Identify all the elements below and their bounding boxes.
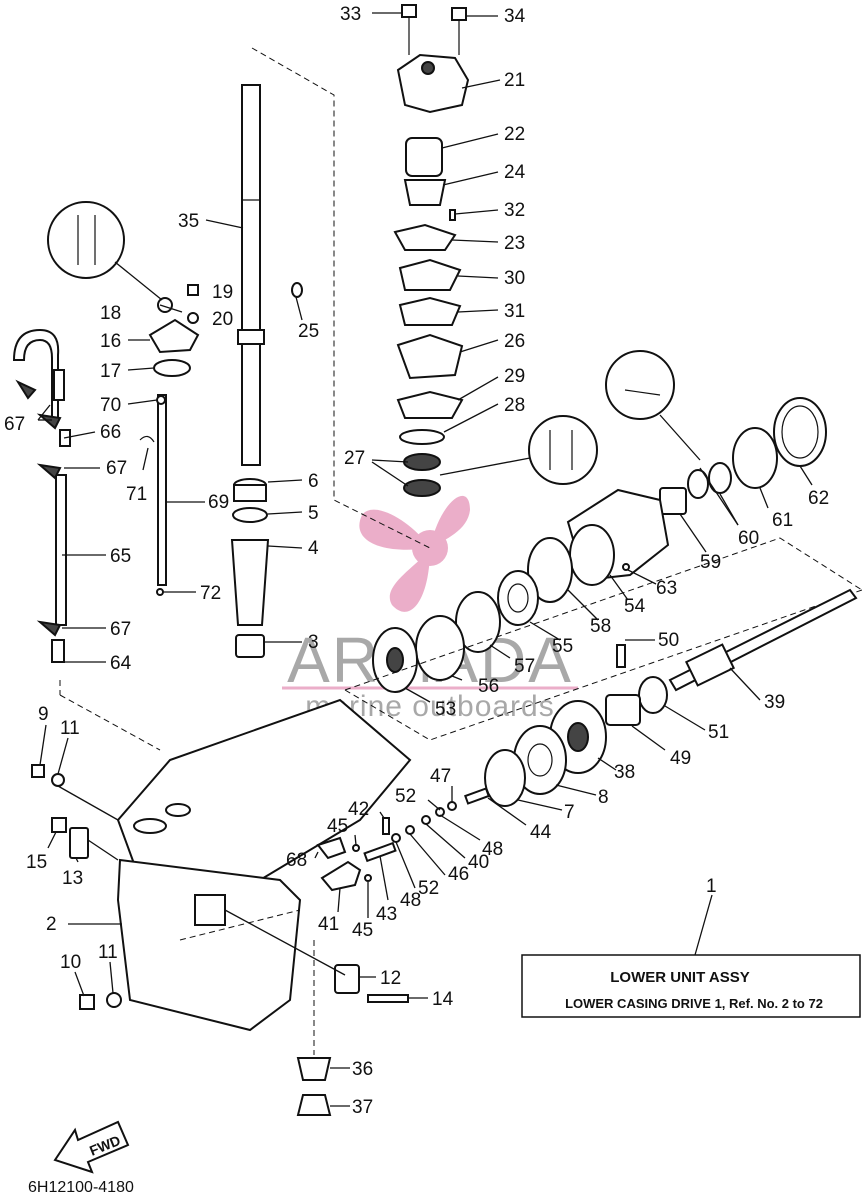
callout-21: 21 bbox=[504, 70, 525, 91]
callout-18: 18 bbox=[100, 303, 121, 324]
callout-50: 50 bbox=[658, 630, 679, 651]
pinion-gear bbox=[296, 940, 332, 1116]
callout-8: 8 bbox=[598, 787, 609, 808]
callout-42: 42 bbox=[348, 799, 369, 820]
callout-19: 19 bbox=[212, 282, 233, 303]
callout-32: 32 bbox=[504, 200, 525, 221]
callout-30: 30 bbox=[504, 268, 525, 289]
callout-43: 43 bbox=[376, 904, 397, 925]
callout-51: 51 bbox=[708, 722, 729, 743]
callout-3: 3 bbox=[308, 632, 319, 653]
propeller-logo bbox=[359, 495, 470, 612]
callout-23: 23 bbox=[504, 233, 525, 254]
callout-72: 72 bbox=[200, 583, 221, 604]
callout-27: 27 bbox=[344, 448, 365, 469]
shift-rod-assembly bbox=[47, 201, 200, 596]
drive-shaft-assembly bbox=[230, 47, 431, 658]
callout-68: 68 bbox=[286, 850, 307, 871]
callout-31: 31 bbox=[504, 301, 525, 322]
info-box-title: LOWER UNIT ASSY bbox=[610, 969, 749, 986]
callout-11-lower: 11 bbox=[98, 942, 118, 963]
callout-14: 14 bbox=[432, 989, 454, 1010]
callout-67-upper: 67 bbox=[4, 414, 25, 435]
callout-38: 38 bbox=[614, 762, 635, 783]
callout-6: 6 bbox=[308, 471, 319, 492]
callout-15: 15 bbox=[26, 852, 47, 873]
callout-5: 5 bbox=[308, 503, 319, 524]
callout-37: 37 bbox=[352, 1097, 373, 1118]
callout-71: 71 bbox=[126, 484, 147, 505]
propeller-shaft-forward-gear bbox=[316, 588, 858, 892]
callout-69: 69 bbox=[208, 492, 229, 513]
callout-66: 66 bbox=[100, 422, 121, 443]
callout-22: 22 bbox=[504, 124, 525, 145]
callout-12: 12 bbox=[380, 968, 401, 989]
callout-1: 1 bbox=[706, 876, 717, 897]
info-box: LOWER UNIT ASSY LOWER CASING DRIVE 1, Re… bbox=[521, 894, 861, 1018]
callout-44: 44 bbox=[530, 822, 552, 843]
callout-11-upper: 11 bbox=[60, 718, 80, 739]
callout-35: 35 bbox=[178, 211, 199, 232]
water-pump-stack bbox=[393, 4, 598, 497]
propeller-shaft-assembly bbox=[344, 350, 862, 741]
callout-labels: 33 34 21 22 24 32 23 30 31 26 29 28 27 3… bbox=[4, 4, 829, 1118]
callout-53: 53 bbox=[435, 699, 456, 720]
callout-70: 70 bbox=[100, 395, 121, 416]
callout-58: 58 bbox=[590, 616, 611, 637]
callout-40: 40 bbox=[468, 852, 489, 873]
callout-26: 26 bbox=[504, 331, 525, 352]
callout-41: 41 bbox=[318, 914, 339, 935]
callout-17: 17 bbox=[100, 361, 121, 382]
callout-52-lower: 52 bbox=[418, 878, 439, 899]
callout-13: 13 bbox=[62, 868, 83, 889]
info-box-subtitle: LOWER CASING DRIVE 1, Ref. No. 2 to 72 bbox=[565, 996, 823, 1011]
callout-47: 47 bbox=[430, 766, 451, 787]
callout-54: 54 bbox=[624, 596, 646, 617]
callout-45-upper: 45 bbox=[327, 816, 348, 837]
callout-25: 25 bbox=[298, 321, 319, 342]
fwd-arrow: FWD bbox=[53, 1120, 130, 1174]
callout-10: 10 bbox=[60, 952, 81, 973]
callout-34: 34 bbox=[504, 6, 526, 27]
callout-28: 28 bbox=[504, 395, 525, 416]
callout-59: 59 bbox=[700, 552, 721, 573]
callout-4: 4 bbox=[308, 538, 319, 559]
water-tube-assembly bbox=[12, 328, 71, 663]
callout-67-lower: 67 bbox=[110, 619, 131, 640]
callout-65: 65 bbox=[110, 546, 131, 567]
callout-33: 33 bbox=[340, 4, 361, 25]
callout-2: 2 bbox=[46, 914, 57, 935]
callout-60: 60 bbox=[738, 528, 759, 549]
callout-67-middle: 67 bbox=[106, 458, 127, 479]
callout-64: 64 bbox=[110, 653, 132, 674]
callout-49: 49 bbox=[670, 748, 691, 769]
callout-63: 63 bbox=[656, 578, 677, 599]
callout-24: 24 bbox=[504, 162, 526, 183]
callout-9: 9 bbox=[38, 704, 49, 725]
callout-46: 46 bbox=[448, 864, 469, 885]
callout-55: 55 bbox=[552, 636, 573, 657]
callout-48-upper: 48 bbox=[482, 839, 503, 860]
lower-casing bbox=[31, 680, 412, 1032]
callout-36: 36 bbox=[352, 1059, 373, 1080]
leader-lines bbox=[37, 12, 813, 1107]
callout-52-upper: 52 bbox=[395, 786, 416, 807]
callout-39: 39 bbox=[764, 692, 785, 713]
callout-56: 56 bbox=[478, 676, 499, 697]
callout-7: 7 bbox=[564, 802, 575, 823]
callout-61: 61 bbox=[772, 510, 793, 531]
callout-62: 62 bbox=[808, 488, 829, 509]
callout-45-lower: 45 bbox=[352, 920, 373, 941]
drawing-code: 6H12100-4180 bbox=[28, 1179, 134, 1196]
reverse-gear bbox=[372, 627, 418, 693]
callout-48-lower: 48 bbox=[400, 890, 421, 911]
callout-20: 20 bbox=[212, 309, 233, 330]
callout-57: 57 bbox=[514, 656, 535, 677]
impeller bbox=[403, 179, 447, 206]
callout-29: 29 bbox=[504, 366, 525, 387]
callout-16: 16 bbox=[100, 331, 121, 352]
